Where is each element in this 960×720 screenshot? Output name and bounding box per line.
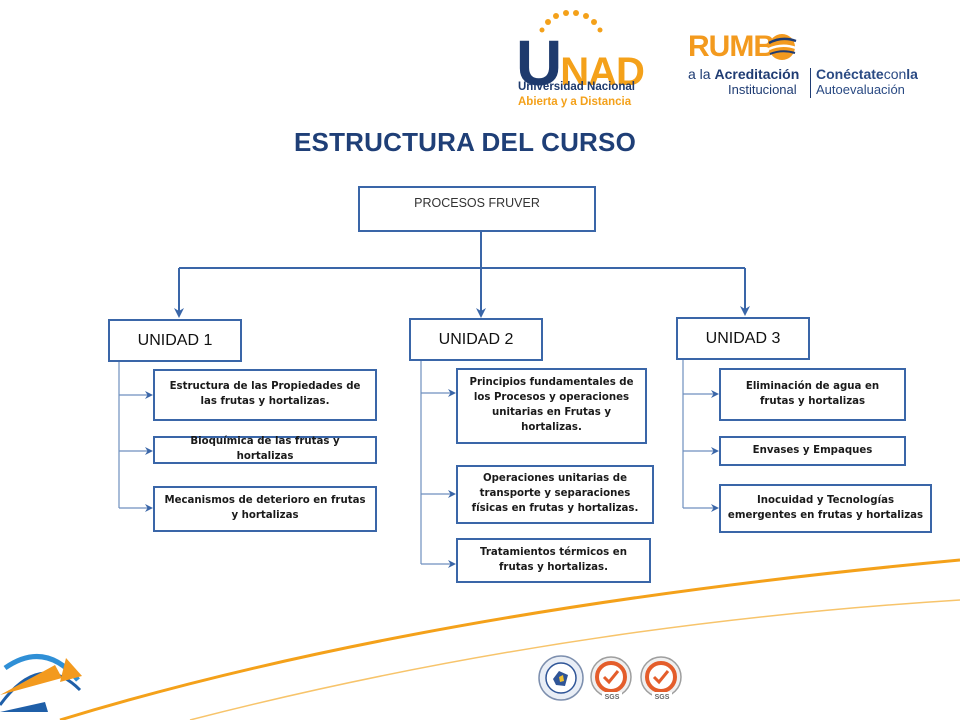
topic-node: Eliminación de agua en frutas y hortaliz…: [719, 368, 906, 421]
rumbo-wordmark: RUMB: [688, 30, 775, 63]
rumbo-line1: a la Acreditación: [688, 66, 800, 82]
topic-node: Envases y Empaques: [719, 436, 906, 466]
unad-logo: UNAD Universidad Nacional Abierta y a Di…: [510, 8, 650, 112]
rumbo-line2: Institucional: [728, 82, 797, 97]
rumbo-globe-icon: [768, 34, 797, 60]
certification-seal-icon: [538, 655, 584, 701]
topic-node: Tratamientos térmicos en frutas y hortal…: [456, 538, 651, 583]
topic-node: Mecanismos de deterioro en frutas y hort…: [153, 486, 377, 532]
sgs-seal-icon: SGS: [590, 656, 632, 701]
unad-dots-icon: [539, 10, 603, 33]
root-node: PROCESOS FRUVER: [358, 186, 596, 232]
topic-node: Bioquímica de las frutas y hortalizas: [153, 436, 377, 464]
unit-node-2: UNIDAD 2: [409, 318, 543, 361]
svg-text:SGS: SGS: [655, 694, 670, 701]
page-title: ESTRUCTURA DEL CURSO: [293, 127, 636, 157]
topic-node: Operaciones unitarias de transporte y se…: [456, 465, 654, 524]
rumbo-right-line2: Autoevaluación: [816, 82, 905, 97]
unad-line1: Universidad Nacional: [518, 81, 635, 93]
unad-line2: Abierta y a Distancia: [518, 96, 632, 108]
rumbo-logo: RUMB a la Acreditación Institucional Con…: [688, 30, 938, 100]
unit-node-1: UNIDAD 1: [108, 319, 242, 362]
topic-node: Principios fundamentales de los Procesos…: [456, 368, 647, 444]
unad-wordmark: UNAD: [516, 27, 645, 99]
svg-text:SGS: SGS: [605, 694, 620, 701]
topic-node: Inocuidad y Tecnologías emergentes en fr…: [719, 484, 932, 533]
sgs-seal-icon: SGS: [640, 656, 682, 701]
rumbo-divider: [810, 68, 811, 98]
unit-node-3: UNIDAD 3: [676, 317, 810, 360]
topic-node: Estructura de las Propiedades de las fru…: [153, 369, 377, 421]
rumbo-right-line1: Conéctateconla: [816, 66, 918, 82]
